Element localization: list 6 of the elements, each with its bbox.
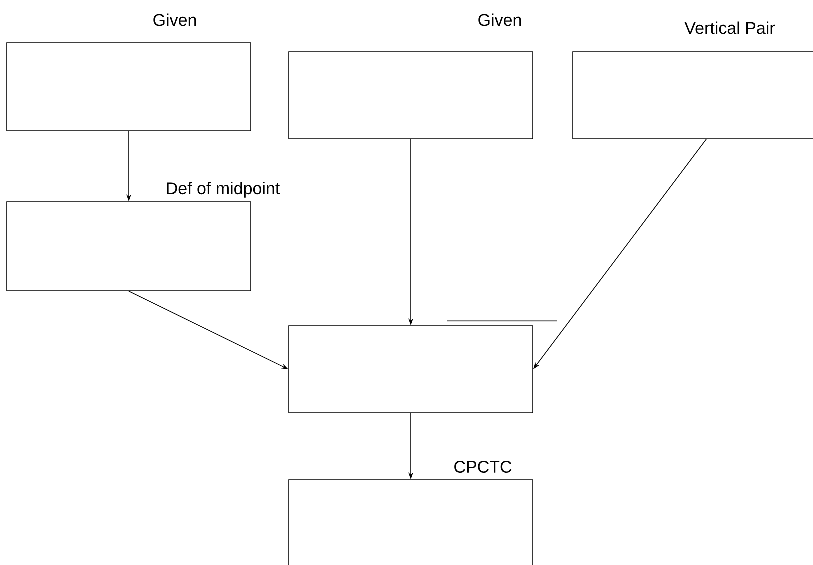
process-box — [288, 326, 534, 414]
box-heading: Given — [154, 14, 196, 26]
box-heading: CPCTC — [454, 460, 512, 474]
box-heading: Given — [478, 14, 522, 26]
box-heading: Def of midpoint — [167, 182, 280, 198]
box-heading: Vertical Pair — [684, 22, 776, 34]
